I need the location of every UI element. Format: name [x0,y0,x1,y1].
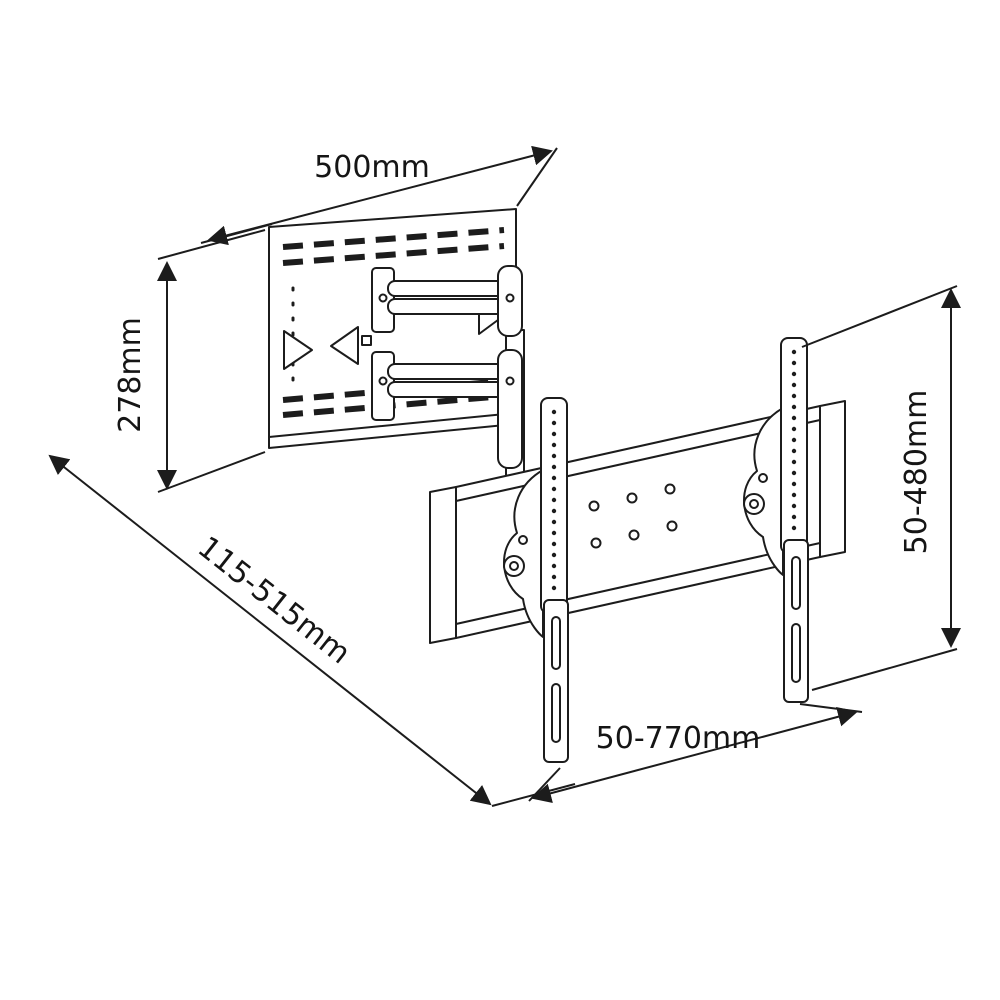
dimension-arrow-line [207,145,553,246]
right-tv-bracket [743,337,809,703]
strip-hole [551,442,557,448]
strip-hole [551,497,557,503]
right-clamp-pin [758,473,768,483]
left-clamp-pin [518,535,528,545]
upper-wall-pivot [378,293,388,303]
strip-hole [791,503,797,509]
strip-hole [791,349,797,355]
articulating-arms [371,265,525,481]
strip-hole [791,525,797,531]
extension-line [801,285,958,348]
rail-left-end-cap [429,486,457,644]
extension-line [157,451,266,493]
extension-line [516,147,558,207]
strip-hole [551,519,557,525]
extension-line [157,229,266,260]
strip-hole [551,552,557,558]
left-clamp-knob-center [509,561,519,571]
right-lower-slot-1 [791,556,801,610]
right-lower-bar [783,539,809,703]
dimension-arrow-line [48,454,492,806]
strip-hole [791,514,797,520]
strip-hole [791,360,797,366]
right-clamp-knob-center [749,499,759,509]
strip-hole [791,382,797,388]
extension-line [528,767,561,802]
strip-hole [551,541,557,547]
dimension-bracket-horizontal: 50-770mm [528,703,863,804]
dimension-label-plate-width: 500mm [314,150,430,185]
strip-hole [551,453,557,459]
upper-arm-bar-2 [387,298,509,315]
strip-hole [551,563,557,569]
vesa-hole [590,537,602,549]
dimension-label-bracket-horizontal: 50-770mm [596,721,761,756]
slot-row-top-2 [282,243,505,266]
vesa-hole [588,500,600,512]
left-lower-slot-1 [551,616,561,670]
vesa-hole [666,520,678,532]
strip-hole [791,415,797,421]
dimension-label-bracket-vertical: 50-480mm [899,390,934,555]
strip-hole [551,464,557,470]
strip-hole [791,459,797,465]
lower-elbow-pivot [505,376,515,386]
strip-hole [551,574,557,580]
strip-hole [791,492,797,498]
strip-hole [791,481,797,487]
dimension-plate-width: 500mm [200,145,558,246]
dimension-plate-height: 278mm [113,229,266,493]
triangle-marker-right [283,330,313,370]
dimension-bracket-vertical: 50-480mm [801,285,961,691]
strip-hole [791,393,797,399]
strip-hole [551,508,557,514]
strip-hole [551,585,557,591]
square-marker [361,335,372,346]
vesa-hole [664,483,676,495]
lower-arm-bar-1 [387,363,509,380]
strip-hole [551,530,557,536]
strip-hole [791,404,797,410]
left-bracket-strip [540,397,568,614]
strip-hole [791,426,797,432]
left-lower-slot-2 [551,683,561,743]
triangle-marker-left [330,326,359,365]
dimension-label-arm-extension: 115-515mm [191,530,357,671]
extension-line [799,703,863,713]
upper-arm-bar-1 [387,280,509,297]
strip-hole [791,470,797,476]
strip-hole [791,371,797,377]
right-lower-slot-2 [791,623,801,683]
dimension-arrow-line [531,706,858,804]
lower-wall-pivot [378,376,388,386]
strip-hole [551,486,557,492]
strip-hole [791,437,797,443]
strip-hole [551,420,557,426]
upper-elbow-pivot [505,293,515,303]
extension-line [811,648,958,691]
strip-hole [551,431,557,437]
wall-plate-bottom-edge [268,412,517,438]
lower-elbow-cylinder [497,349,523,469]
right-bracket-strip [780,337,808,554]
lower-arm-bar-2 [387,381,509,398]
rail-right-end-cap [819,400,846,558]
strip-hole [551,409,557,415]
vesa-hole [628,529,640,541]
rail-bottom-groove [455,542,821,625]
strip-hole [791,448,797,454]
vesa-hole [626,492,638,504]
strip-hole [551,475,557,481]
dimension-label-plate-height: 278mm [113,317,148,433]
